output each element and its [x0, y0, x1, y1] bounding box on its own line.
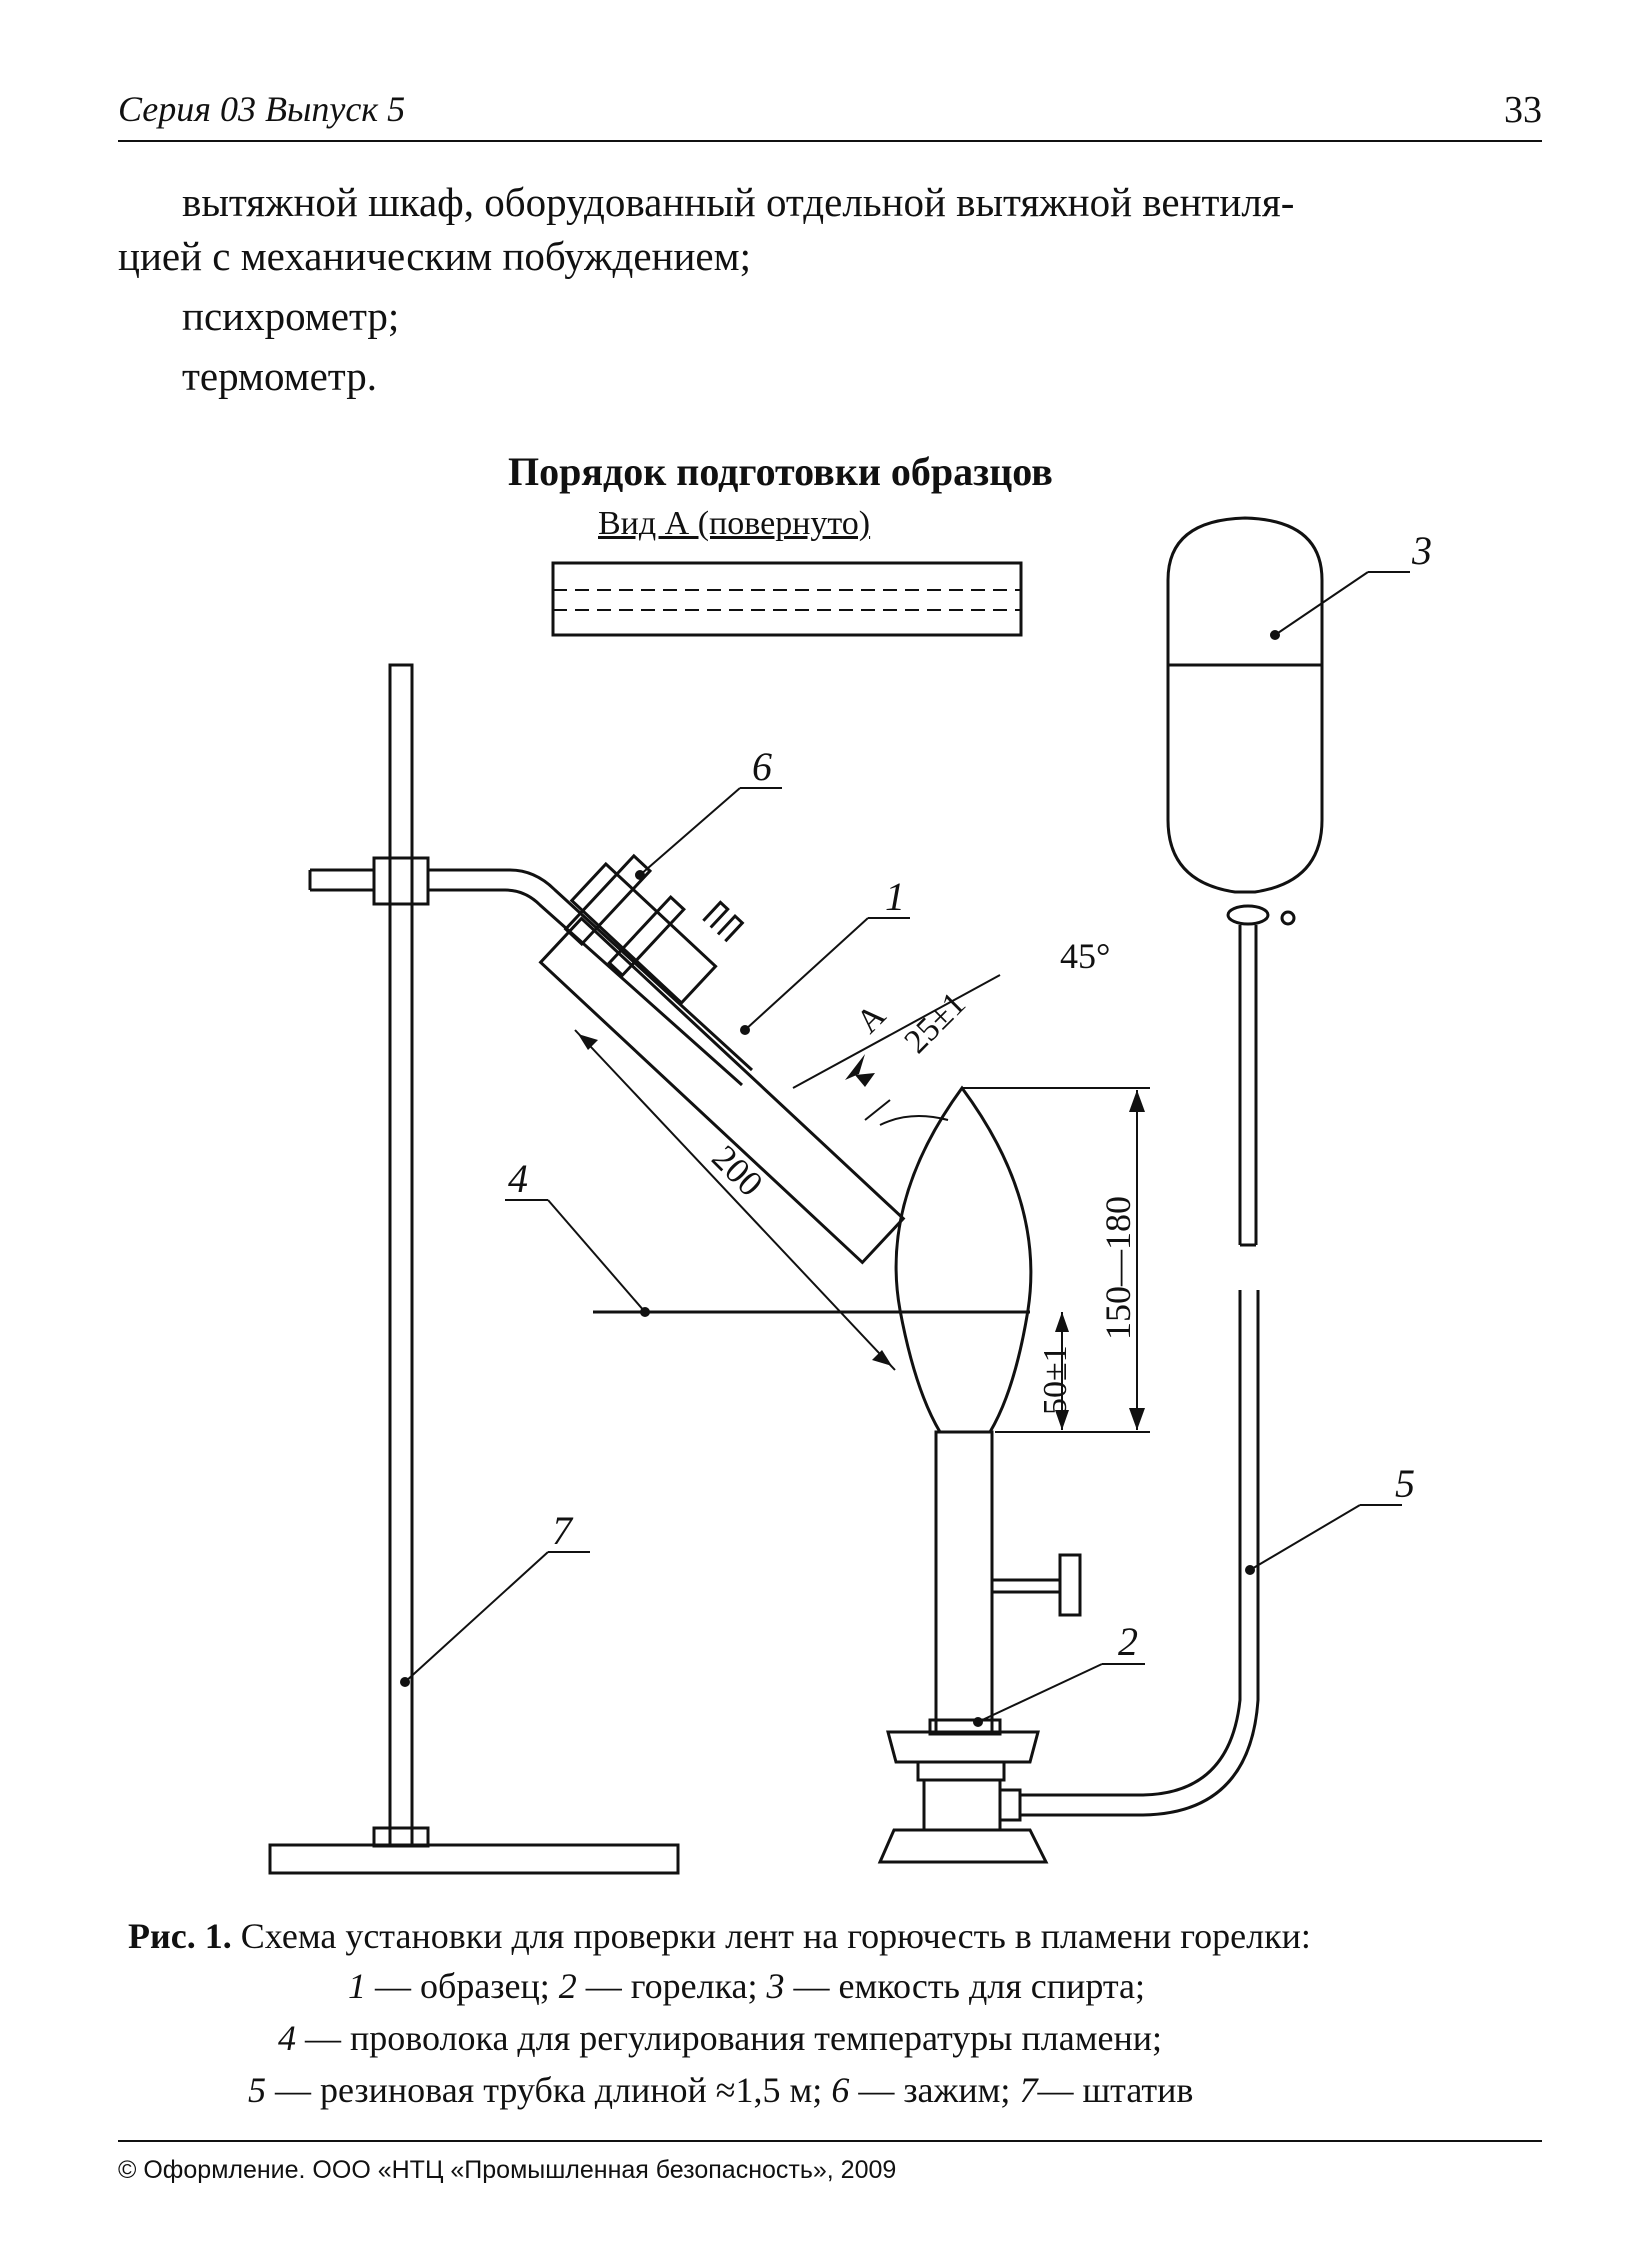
- body-line-1: вытяжной шкаф, оборудованный отдельной в…: [182, 179, 1295, 225]
- caption-num: 2: [558, 1966, 577, 2006]
- caption-line-3: 4 — проволока для регулирования температ…: [278, 2017, 1162, 2059]
- alcohol-container: [1166, 516, 1324, 894]
- clamp: [563, 853, 745, 1005]
- caption-num: 4: [278, 2018, 296, 2058]
- caption-num: 6: [831, 2070, 850, 2110]
- body-line-3: психрометр;: [182, 293, 400, 339]
- caption-num: 3: [766, 1966, 785, 2006]
- callout-7: 7: [552, 1508, 574, 1553]
- burner-tube: [934, 1430, 994, 1734]
- stand-clamp-block: [372, 856, 430, 906]
- caption-num: 5: [248, 2070, 266, 2110]
- offset-label: 50±1: [1037, 1345, 1074, 1415]
- caption-text: — проволока для регулирования температур…: [296, 2018, 1162, 2058]
- caption-line-4: 5 — резиновая трубка длиной ≈1,5 м; 6 — …: [248, 2069, 1193, 2111]
- footer-rule: [118, 2140, 1542, 2142]
- angle-label: 45°: [1060, 936, 1110, 976]
- caption-text: — емкость для спирта;: [784, 1966, 1145, 2006]
- callout-1: 1: [885, 874, 905, 919]
- caption-num: 1: [348, 1966, 366, 2006]
- body-line-4: термометр.: [182, 353, 377, 399]
- sample-strip: [538, 916, 906, 1265]
- caption-num: 7: [1019, 2070, 1038, 2110]
- caption-line-1: Рис. 1. Схема установки для проверки лен…: [128, 1915, 1311, 1957]
- caption-title: Схема установки для проверки лент на гор…: [240, 1916, 1311, 1956]
- callout-2: 2: [1118, 1619, 1138, 1664]
- caption-text: — штатив: [1037, 2070, 1194, 2110]
- callout-4: 4: [508, 1156, 528, 1201]
- footer-copyright: © Оформление. ООО «НТЦ «Промышленная без…: [118, 2156, 897, 2184]
- body-line-2: цией с механическим побуждением;: [118, 233, 751, 279]
- caption-text: — горелка;: [576, 1966, 767, 2006]
- caption-text: — образец;: [366, 1966, 559, 2006]
- page-number: 33: [1504, 89, 1542, 131]
- caption-text: — зажим;: [849, 2070, 1020, 2110]
- stand-base: [268, 1843, 680, 1875]
- header-series: Серия 03 Выпуск 5: [118, 89, 406, 129]
- view-arrow-label: А: [849, 997, 893, 1041]
- flame: [894, 1085, 1033, 1434]
- caption-text: — резиновая трубка длиной ≈1,5 м;: [266, 2070, 832, 2110]
- caption-line-2: 1 — образец; 2 — горелка; 3 — емкость дл…: [348, 1965, 1145, 2007]
- callout-6: 6: [752, 744, 772, 789]
- height-range-label: 150—180: [1098, 1196, 1138, 1340]
- view-a-rect: [551, 561, 1023, 637]
- callout-5: 5: [1395, 1461, 1415, 1506]
- caption-fig-number: Рис. 1.: [128, 1916, 232, 1956]
- view-label: Вид А (повернуто): [598, 505, 871, 542]
- callout-3: 3: [1411, 528, 1432, 573]
- length-label: 200: [704, 1137, 770, 1203]
- header-rule: [118, 140, 1542, 142]
- stand-rod: [388, 663, 414, 1847]
- figure-title: Порядок подготовки образцов: [508, 449, 1053, 494]
